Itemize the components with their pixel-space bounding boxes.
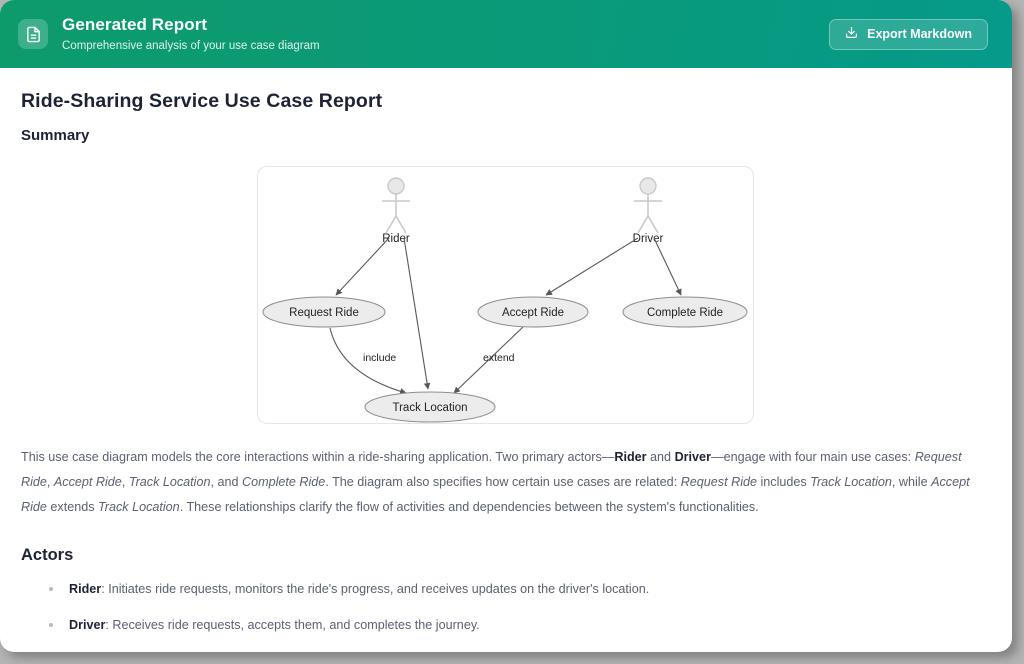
summary-text-part: includes — [757, 475, 811, 489]
actor-separator: : — [105, 618, 113, 632]
actor-name: Rider — [69, 582, 102, 596]
diagram-edges — [329, 237, 682, 395]
list-item: Rider: Initiates ride requests, monitors… — [49, 579, 990, 599]
use-case-track-location-label: Track Location — [393, 402, 468, 414]
export-markdown-button[interactable]: Export Markdown — [829, 18, 988, 50]
page-title: Ride-Sharing Service Use Case Report — [21, 90, 383, 112]
summary-text-part: , — [121, 475, 129, 489]
report-window: Generated Report Comprehensive analysis … — [0, 0, 1012, 652]
summary-italic-track-location-3: Track Location — [98, 500, 180, 514]
actor-description: Receives ride requests, accepts them, an… — [112, 618, 480, 632]
edge-rider-request-ride — [335, 237, 390, 296]
edge-request-ride-track-location — [329, 327, 407, 395]
edge-accept-ride-track-location — [453, 326, 524, 394]
summary-italic-complete-ride: Complete Ride — [242, 475, 326, 489]
use-case-accept-ride: Accept Ride — [477, 296, 589, 328]
file-text-icon — [18, 19, 48, 49]
header-title: Generated Report — [62, 14, 208, 34]
summary-heading: Summary — [21, 127, 90, 144]
summary-text-part: —engage with four main use cases: — [710, 450, 915, 464]
summary-text-part: This use case diagram models the core in… — [21, 450, 615, 464]
summary-text-part: extends — [46, 500, 99, 514]
edge-driver-accept-ride — [545, 237, 639, 296]
export-markdown-label: Export Markdown — [867, 27, 972, 41]
use-case-diagram-container: Rider Driver — [257, 166, 754, 424]
use-case-accept-ride-label: Accept Ride — [502, 307, 564, 319]
edge-label-extend: extend — [483, 352, 515, 364]
summary-italic-track-location: Track Location — [128, 475, 211, 489]
use-case-diagram: Rider Driver — [262, 177, 748, 423]
use-case-request-ride-label: Request Ride — [289, 307, 359, 319]
summary-bold-rider: Rider — [614, 450, 647, 464]
use-case-request-ride: Request Ride — [262, 296, 386, 328]
actor-separator: : — [101, 582, 109, 596]
summary-italic-accept-ride-2: Accept Ride — [21, 475, 970, 514]
use-case-track-location: Track Location — [364, 391, 496, 423]
summary-italic-accept-ride: Accept Ride — [53, 475, 122, 489]
edge-rider-track-location — [403, 237, 431, 390]
edge-driver-complete-ride — [653, 237, 682, 296]
actors-list: Rider: Initiates ride requests, monitors… — [21, 579, 990, 635]
summary-italic-request-ride: Request Ride — [21, 450, 962, 489]
summary-text-part: and — [646, 450, 675, 464]
header-subtitle: Comprehensive analysis of your use case … — [62, 39, 320, 52]
actor-rider-label: Rider — [382, 233, 410, 245]
report-header: Generated Report Comprehensive analysis … — [0, 0, 1012, 68]
summary-text-part: . These relationships clarify the flow o… — [179, 500, 759, 514]
summary-bold-driver: Driver — [674, 450, 711, 464]
actor-description: Initiates ride requests, monitors the ri… — [108, 582, 650, 596]
edge-label-include: include — [363, 352, 396, 364]
use-case-complete-ride: Complete Ride — [622, 296, 748, 328]
summary-text-part: , while — [891, 475, 932, 489]
summary-text-part: , and — [210, 475, 242, 489]
summary-italic-track-location-2: Track Location — [810, 475, 892, 489]
summary-text-part: . The diagram also specifies how certain… — [325, 475, 681, 489]
report-body: Ride-Sharing Service Use Case Report Sum… — [0, 68, 1012, 635]
summary-paragraph: This use case diagram models the core in… — [21, 445, 990, 520]
list-item: Driver: Receives ride requests, accepts … — [49, 615, 990, 635]
actor-rider: Rider — [382, 177, 410, 245]
actor-name: Driver — [69, 618, 106, 632]
actors-heading: Actors — [21, 546, 74, 564]
summary-text-part: , — [46, 475, 54, 489]
summary-italic-request-ride-2: Request Ride — [680, 475, 757, 489]
header-text-group: Generated Report Comprehensive analysis … — [62, 15, 829, 54]
download-icon — [845, 26, 858, 42]
actor-driver: Driver — [633, 177, 663, 245]
use-case-complete-ride-label: Complete Ride — [647, 307, 723, 319]
